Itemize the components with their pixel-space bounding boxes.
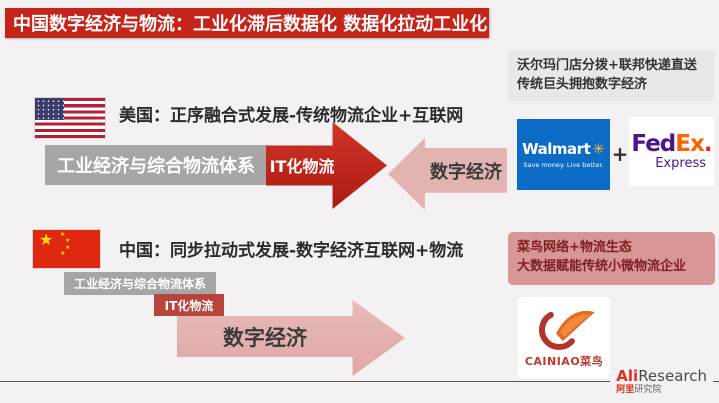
aliresearch-logo: AliResearch 阿里研究院 xyxy=(610,367,713,396)
china-it-bar: IT化物流 xyxy=(154,294,224,316)
cainiao-wordmark: CAINIAO菜鸟 xyxy=(525,353,603,369)
usa-note-line1: 沃尔玛门店分拨+联邦快递直送 xyxy=(517,58,697,73)
fedex-logo: FedEx. Express xyxy=(629,117,714,186)
ali-cn-text: 阿里 xyxy=(616,384,635,395)
walmart-name: Walmart xyxy=(522,140,591,158)
china-note-line2: 大数据赋能传统小微物流企业 xyxy=(517,258,687,274)
walmart-wordmark: Walmart ✳ xyxy=(522,140,605,158)
usa-note: 沃尔玛门店分拨+联邦快递直送 传统巨头拥抱数字经济 xyxy=(508,50,715,101)
aliresearch-cn-wordmark: 阿里研究院 xyxy=(616,385,707,396)
china-note-line1: 菜鸟网络+物流生态 xyxy=(517,240,632,255)
ali-text: Ali xyxy=(616,367,639,385)
usa-flag-canton xyxy=(35,98,64,120)
china-flag-star-small: ★ xyxy=(60,231,66,238)
fedex-dot: . xyxy=(703,130,713,157)
page-title: 中国数字经济与物流：工业化滞后数据化 数据化拉动工业化 xyxy=(5,8,489,38)
cainiao-logo: CAINIAO菜鸟 xyxy=(518,297,610,378)
usa-industry-bar: 工业经济与综合物流体系 xyxy=(45,145,267,185)
fedex-fed-text: Fed xyxy=(631,130,676,157)
walmart-tagline: Save money. Live better. xyxy=(523,161,604,169)
fedex-wordmark: FedEx. xyxy=(631,130,713,157)
china-flag-star-big: ★ xyxy=(39,230,54,249)
plus-sign: + xyxy=(611,142,629,166)
fedex-ex-text: Ex xyxy=(675,130,705,157)
research-cn-text: 研究院 xyxy=(634,384,662,395)
footer-divider xyxy=(0,381,719,382)
research-text: Research xyxy=(638,367,707,385)
china-flag-icon: ★ ★ ★ ★ ★ xyxy=(33,230,100,268)
china-flag-star-small: ★ xyxy=(65,237,71,244)
china-industry-bar: 工业经济与综合物流体系 xyxy=(64,272,216,295)
walmart-spark-icon: ✳ xyxy=(592,140,605,158)
usa-digital-arrow-label: 数字经济 xyxy=(430,161,502,183)
usa-flag-icon xyxy=(35,98,105,138)
cainiao-en-text: CAINIAO xyxy=(524,354,581,368)
aliresearch-wordmark: AliResearch xyxy=(616,367,707,385)
cainiao-bird-icon xyxy=(539,310,595,350)
fedex-express-text: Express xyxy=(655,155,706,171)
usa-note-line2: 传统巨头拥抱数字经济 xyxy=(517,76,648,92)
china-heading: 中国：同步拉动式发展-数字经济互联网+物流 xyxy=(119,241,464,261)
china-note: 菜鸟网络+物流生态 大数据赋能传统小微物流企业 xyxy=(508,232,715,285)
walmart-logo: Walmart ✳ Save money. Live better. xyxy=(517,119,610,190)
usa-it-arrow-label: IT化物流 xyxy=(269,157,335,176)
china-digital-arrow-label: 数字经济 xyxy=(223,326,307,350)
china-flag-star-small: ★ xyxy=(65,244,71,251)
china-flag-star-small: ★ xyxy=(60,250,66,257)
usa-heading: 美国：正序融合式发展-传统物流企业+互联网 xyxy=(119,106,464,126)
cainiao-cn-text: 菜鸟 xyxy=(580,354,604,368)
